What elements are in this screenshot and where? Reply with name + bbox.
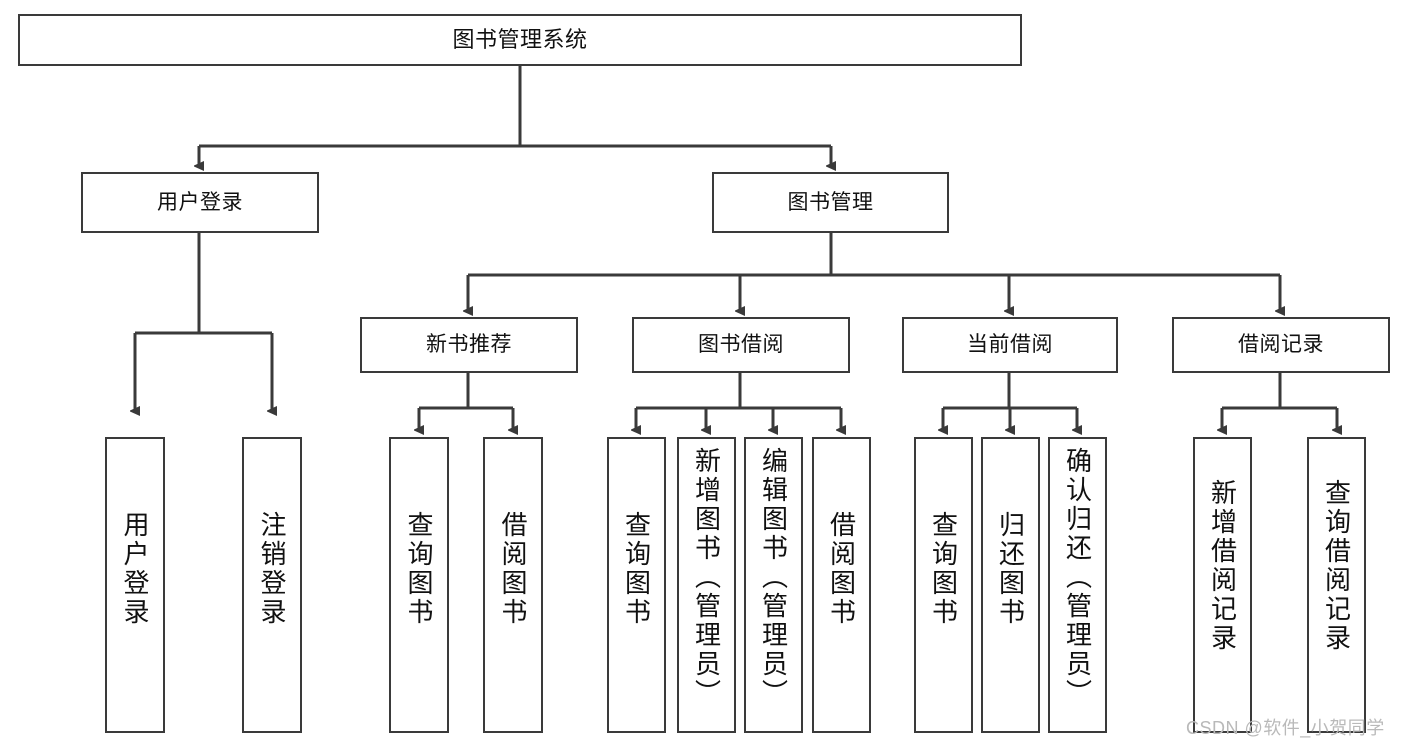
node-leaf-nb-borrow-book-label: 借阅图书 [498, 511, 528, 627]
node-leaf-logout[interactable]: 注销登录 [242, 437, 302, 733]
node-leaf-user-login[interactable]: 用户登录 [105, 437, 165, 733]
node-book-manage-label: 图书管理 [787, 190, 874, 214]
node-new-book-recommend[interactable]: 新书推荐 [360, 317, 578, 373]
node-book-borrow[interactable]: 图书借阅 [632, 317, 850, 373]
node-leaf-br-add-record-label: 新增借阅记录 [1207, 479, 1238, 653]
node-current-borrow-label: 当前借阅 [967, 333, 1053, 357]
node-root-label: 图书管理系统 [452, 26, 588, 52]
node-leaf-bb-edit-book-label: 编辑图书（管理员） [758, 447, 789, 708]
node-leaf-logout-label: 注销登录 [257, 511, 287, 627]
node-leaf-cb-query-book-label: 查询图书 [928, 511, 959, 627]
node-leaf-cb-confirm-return-label: 确认归还（管理员） [1062, 447, 1093, 708]
node-book-manage[interactable]: 图书管理 [712, 172, 949, 233]
node-leaf-bb-borrow-book-label: 借阅图书 [826, 511, 857, 627]
node-borrow-record[interactable]: 借阅记录 [1172, 317, 1390, 373]
node-leaf-bb-add-book-label: 新增图书（管理员） [691, 447, 722, 708]
node-leaf-nb-borrow-book[interactable]: 借阅图书 [483, 437, 543, 733]
node-leaf-bb-add-book[interactable]: 新增图书（管理员） [677, 437, 736, 733]
node-leaf-user-login-label: 用户登录 [120, 511, 150, 627]
node-leaf-bb-borrow-book[interactable]: 借阅图书 [812, 437, 871, 733]
node-user-login[interactable]: 用户登录 [81, 172, 319, 233]
node-leaf-nb-query-book-label: 查询图书 [404, 511, 434, 627]
node-borrow-record-label: 借阅记录 [1238, 333, 1324, 357]
node-leaf-cb-query-book[interactable]: 查询图书 [914, 437, 973, 733]
csdn-watermark: CSDN @软件_小贺同学 [1186, 718, 1385, 738]
node-leaf-bb-query-book[interactable]: 查询图书 [607, 437, 666, 733]
node-leaf-br-query-record-label: 查询借阅记录 [1321, 479, 1352, 653]
node-current-borrow[interactable]: 当前借阅 [902, 317, 1118, 373]
node-leaf-cb-return-book[interactable]: 归还图书 [981, 437, 1040, 733]
node-root[interactable]: 图书管理系统 [18, 14, 1022, 66]
node-user-login-label: 用户登录 [157, 190, 243, 214]
node-leaf-nb-query-book[interactable]: 查询图书 [389, 437, 449, 733]
node-leaf-bb-edit-book[interactable]: 编辑图书（管理员） [744, 437, 803, 733]
node-leaf-cb-confirm-return[interactable]: 确认归还（管理员） [1048, 437, 1107, 733]
node-leaf-br-query-record[interactable]: 查询借阅记录 [1307, 437, 1366, 733]
node-leaf-bb-query-book-label: 查询图书 [621, 511, 652, 627]
node-leaf-cb-return-book-label: 归还图书 [995, 511, 1026, 627]
node-leaf-br-add-record[interactable]: 新增借阅记录 [1193, 437, 1252, 733]
node-book-borrow-label: 图书借阅 [698, 333, 784, 357]
node-new-book-recommend-label: 新书推荐 [426, 333, 512, 357]
